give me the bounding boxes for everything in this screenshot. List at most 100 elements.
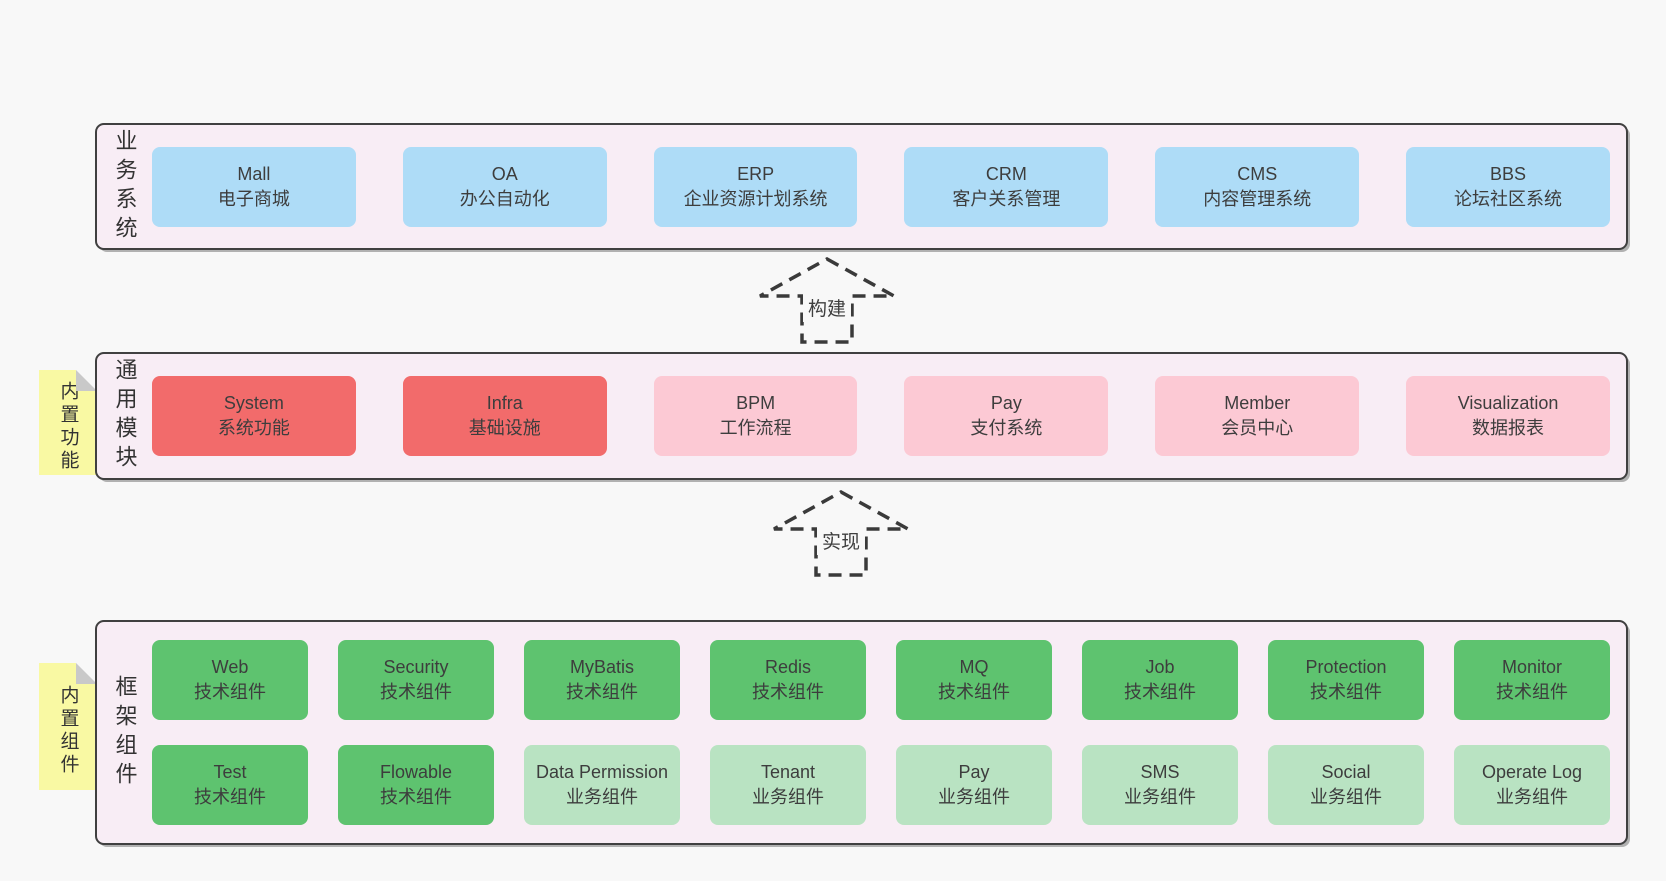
layer-label: 业务系统 (112, 128, 138, 245)
box-subtitle: 支付系统 (970, 418, 1043, 438)
diagram-box-operate-log: Operate Log 业务组件 (1454, 745, 1610, 825)
dashed-up-arrow-build: 构建 (757, 256, 897, 346)
box-title: Test (213, 762, 247, 782)
layer-label: 通用模块 (112, 358, 138, 474)
box-title: MQ (959, 657, 989, 677)
box-title: CMS (1237, 163, 1278, 184)
sticky-note-text: 内置组件 (57, 684, 79, 777)
box-subtitle: 基础设施 (468, 418, 541, 438)
diagram-box-mall: Mall 电子商城 (152, 146, 356, 227)
box-title: BPM (736, 393, 776, 413)
up-arrow-icon (773, 490, 909, 577)
diagram-box-erp: ERP 企业资源计划系统 (653, 146, 858, 227)
box-title: SMS (1140, 762, 1180, 782)
box-subtitle: 论坛社区系统 (1454, 188, 1563, 209)
box-subtitle: 客户关系管理 (952, 188, 1061, 209)
box-subtitle: 技术组件 (380, 787, 452, 807)
box-subtitle: 业务组件 (1496, 787, 1568, 807)
diagram-box-oa: OA 办公自动化 (402, 146, 607, 227)
box-subtitle: 技术组件 (194, 682, 266, 702)
box-subtitle: 工作流程 (719, 418, 792, 438)
box-subtitle: 技术组件 (566, 682, 638, 702)
layer-label-zone: 框架组件 (97, 622, 152, 843)
box-subtitle: 系统功能 (217, 418, 290, 438)
diagram-box-job: Job 技术组件 (1082, 640, 1238, 720)
diagram-box-test: Test 技术组件 (152, 745, 308, 825)
box-row: Mall 电子商城 OA 办公自动化 ERP 企业资源计划系统 CRM 客户关系管理 CMS 内容… (152, 146, 1610, 227)
layer-label-zone: 业务系统 (97, 125, 152, 248)
diagram-box-crm: CRM 客户关系管理 (904, 146, 1109, 227)
box-title: Mall (237, 163, 271, 184)
box-subtitle: 电子商城 (217, 188, 290, 209)
diagram-box-mybatis: MyBatis 技术组件 (524, 640, 680, 720)
layer-label: 框架组件 (112, 674, 138, 791)
layer-label-zone: 通用模块 (97, 354, 152, 478)
box-subtitle: 技术组件 (1496, 682, 1568, 702)
sticky-note-text: 内置功能 (57, 380, 79, 473)
box-subtitle: 技术组件 (194, 787, 266, 807)
box-title: System (223, 393, 284, 413)
box-title: OA (491, 163, 518, 184)
box-subtitle: 会员中心 (1221, 418, 1294, 438)
box-title: Member (1224, 393, 1291, 413)
diagram-box-pay: Pay 业务组件 (896, 745, 1052, 825)
diagram-box-web: Web 技术组件 (152, 640, 308, 720)
arrow-label: 构建 (802, 293, 852, 322)
diagram-box-protection: Protection 技术组件 (1268, 640, 1424, 720)
box-title: ERP (737, 163, 775, 184)
diagram-box-bbs: BBS 论坛社区系统 (1406, 146, 1610, 227)
box-title: Pay (958, 762, 990, 782)
diagram-box-mq: MQ 技术组件 (896, 640, 1052, 720)
diagram-box-visualization: Visualization 数据报表 (1406, 376, 1610, 456)
box-subtitle: 业务组件 (938, 787, 1010, 807)
box-title: BBS (1490, 163, 1527, 184)
box-subtitle: 企业资源计划系统 (683, 188, 828, 209)
box-subtitle: 技术组件 (938, 682, 1010, 702)
up-arrow-icon (759, 257, 895, 344)
diagram-box-bpm: BPM 工作流程 (653, 376, 858, 456)
box-subtitle: 技术组件 (1310, 682, 1382, 702)
diagram-box-member: Member 会员中心 (1155, 376, 1360, 456)
box-title: Tenant (760, 762, 816, 782)
box-title: Pay (990, 393, 1022, 413)
box-title: CRM (985, 163, 1027, 184)
layer-content: Mall 电子商城 OA 办公自动化 ERP 企业资源计划系统 CRM 客户关系管理 CMS 内容… (152, 125, 1626, 248)
box-title: Flowable (379, 762, 453, 782)
box-subtitle: 数据报表 (1472, 418, 1545, 438)
box-title: Job (1145, 657, 1175, 677)
box-title: MyBatis (569, 657, 634, 677)
box-subtitle: 内容管理系统 (1203, 188, 1312, 209)
dashed-up-arrow-implement: 实现 (771, 489, 911, 579)
box-title: Web (211, 657, 249, 677)
box-subtitle: 业务组件 (566, 787, 638, 807)
box-title: Redis (764, 657, 812, 677)
box-title: Social (1321, 762, 1371, 782)
sticky-note-built-in-components: 内置组件 (39, 663, 97, 790)
box-title: Operate Log (1481, 762, 1583, 782)
layer-business-systems: 业务系统 Mall 电子商城 OA 办公自动化 ERP 企业资源计划系统 CRM 客户关系管理… (95, 123, 1628, 250)
box-subtitle: 办公自动化 (459, 188, 550, 209)
box-subtitle: 业务组件 (752, 787, 824, 807)
diagram-box-system: System 系统功能 (152, 376, 356, 456)
arrow-label: 实现 (816, 526, 866, 555)
box-subtitle: 技术组件 (1124, 682, 1196, 702)
sticky-note-built-in-functions: 内置功能 (39, 370, 97, 475)
box-title: Protection (1305, 657, 1387, 677)
diagram-box-pay: Pay 支付系统 (904, 376, 1109, 456)
diagram-box-tenant: Tenant 业务组件 (710, 745, 866, 825)
box-title: Security (383, 657, 449, 677)
box-title: Visualization (1457, 393, 1559, 413)
